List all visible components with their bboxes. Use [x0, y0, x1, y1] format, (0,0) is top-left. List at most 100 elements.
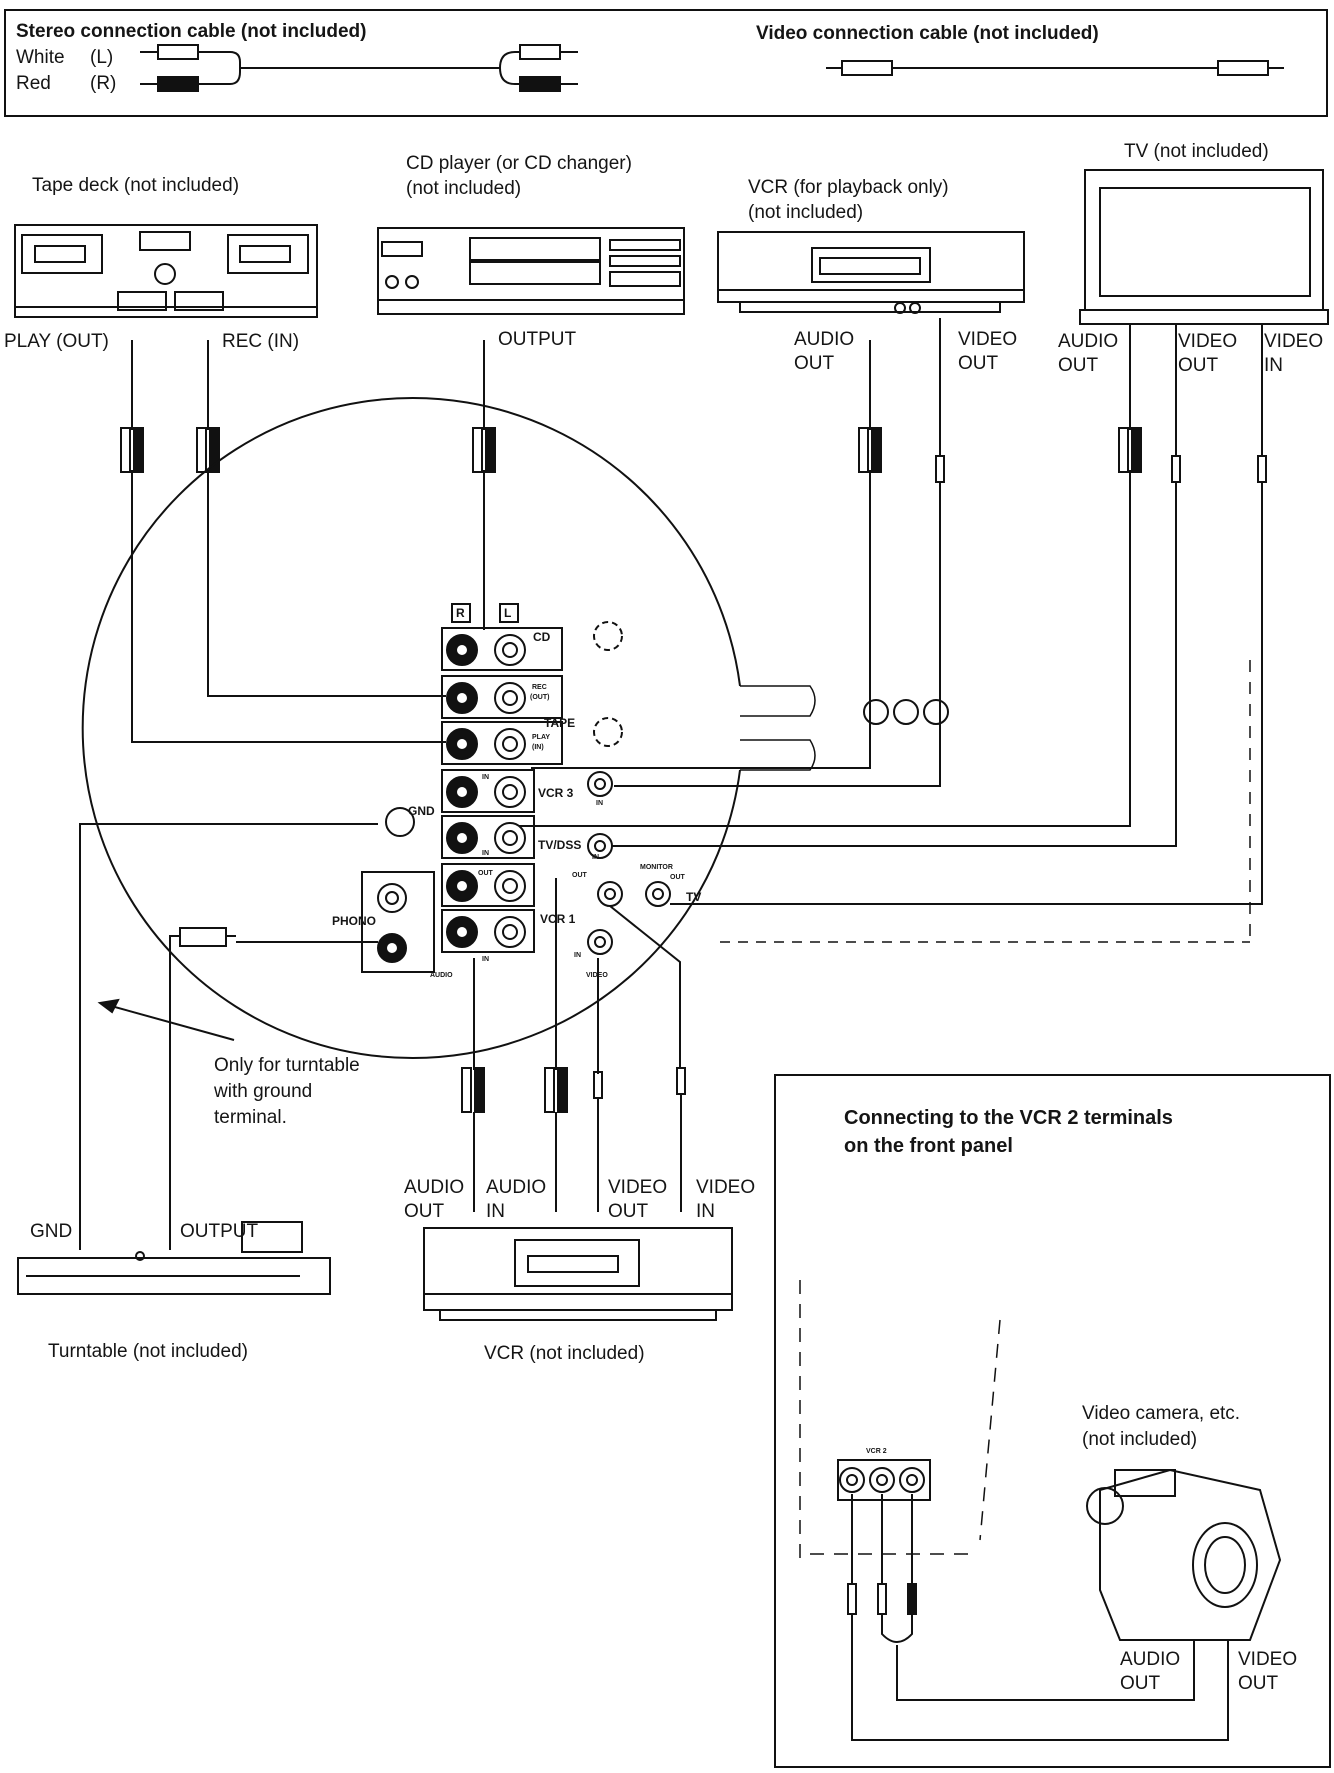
tv-video-in-1: VIDEO: [1264, 331, 1324, 352]
tape-deck-name: Tape deck (not included): [32, 175, 240, 196]
inset-camera-name-1: Video camera, etc.: [1082, 1403, 1241, 1424]
inset-video-out-2: OUT: [1238, 1673, 1279, 1694]
tv-video-out-1: VIDEO: [1178, 331, 1238, 352]
vcr-audio-in-2: IN: [486, 1201, 505, 1222]
vcr-video-out-2: OUT: [608, 1201, 649, 1222]
panel-play-label-2: (IN): [532, 744, 544, 751]
panel-play-label-1: PLAY: [532, 734, 551, 741]
inset-audio-out-2: OUT: [1120, 1673, 1161, 1694]
tape-play-out-label: PLAY (OUT): [4, 331, 109, 352]
panel-rec-label-2: (OUT): [530, 694, 550, 701]
stereo-cable-icon: [140, 44, 578, 92]
white-wire-label: White: [16, 47, 65, 68]
tape-play-cable: [131, 340, 446, 743]
vcr-video-in-1: VIDEO: [696, 1177, 756, 1198]
tv-audio-out-1: AUDIO: [1058, 331, 1119, 352]
inset-audio-out-1: AUDIO: [1120, 1649, 1181, 1670]
vcr-audio-out-cable: [531, 340, 871, 769]
vcr-device: [423, 1227, 733, 1321]
cd-player-name-1: CD player (or CD changer): [406, 153, 632, 174]
panel-vcr1-out-small: OUT: [478, 870, 493, 877]
rear-panel-outline: [81, 397, 741, 1059]
vcr-audio-out-1: AUDIO: [404, 1177, 465, 1198]
panel-audio-label: AUDIO: [430, 972, 453, 979]
video-cable-icon: [826, 60, 1284, 76]
stereo-cable-title: Stereo connection cable (not included): [16, 21, 367, 42]
inset-vcr2-label: VCR 2: [866, 1448, 887, 1455]
panel-monitor-label-2: OUT: [670, 874, 685, 881]
panel-monitor-tv-label: TV: [686, 890, 702, 904]
vcr-video-out-cable: [614, 318, 941, 787]
vcr-video-in-lead: [609, 905, 682, 1212]
inset-camera-name-2: (not included): [1082, 1429, 1198, 1450]
panel-vcr1-label: VCR 1: [540, 912, 576, 926]
panel-vcr3-in-small: IN: [482, 774, 489, 781]
panel-vcr1-in-small: IN: [482, 956, 489, 963]
vcr-audio-in-1: AUDIO: [486, 1177, 547, 1198]
vcr2-audio-lead: [881, 1494, 913, 1586]
tv-audio-out-cable: [514, 324, 1131, 827]
turntable-gnd-label: GND: [30, 1221, 73, 1242]
red-wire-channel: (R): [90, 73, 117, 94]
turntable-device: [17, 1221, 331, 1295]
panel-video-label: VIDEO: [586, 972, 608, 979]
vcr2-jacks: [837, 1459, 931, 1501]
inset-title-line-1: Connecting to the VCR 2 terminals: [844, 1107, 1173, 1129]
vcr-pb-video-out-1: VIDEO: [958, 329, 1018, 350]
vcr-pb-audio-out-1: AUDIO: [794, 329, 855, 350]
panel-tape-label: TAPE: [544, 716, 576, 730]
panel-tv-video-in: IN: [592, 854, 599, 861]
vcr-video-out-1: VIDEO: [608, 1177, 668, 1198]
tv-video-out-2: OUT: [1178, 355, 1219, 376]
vcr-playback-name-2: (not included): [748, 202, 864, 223]
rca-jacks: [377, 621, 949, 963]
panel-monitor-label-1: MONITOR: [640, 864, 673, 871]
plug-pairs: [120, 427, 1267, 1113]
cd-player-name-2: (not included): [406, 178, 522, 199]
tape-deck-device: [14, 224, 318, 318]
tv-name: TV (not included): [1124, 141, 1269, 162]
ground-note-line-2: with ground: [214, 1081, 313, 1102]
vcr-video-in-2: IN: [696, 1201, 715, 1222]
cable-legend-box: [4, 9, 1328, 117]
tv-video-out-cable: [612, 324, 1177, 847]
tape-rec-in-label: REC (IN): [222, 331, 300, 352]
tv-device: [1079, 169, 1329, 325]
tv-video-in-2: IN: [1264, 355, 1283, 376]
ground-note-line-3: terminal.: [214, 1107, 287, 1128]
white-wire-channel: (L): [90, 47, 114, 68]
panel-r-mark: R: [456, 606, 465, 620]
inset-title-line-2: on the front panel: [844, 1135, 1013, 1157]
panel-vcr3-video-in: IN: [596, 800, 603, 807]
tape-rec-cable: [207, 340, 446, 697]
panel-tv-dss-label: TV/DSS: [538, 838, 582, 852]
panel-rec-label-1: REC: [532, 684, 547, 691]
panel-l-mark: L: [504, 606, 512, 620]
video-cable-title: Video connection cable (not included): [756, 23, 1099, 44]
vcr-name: VCR (not included): [484, 1343, 645, 1364]
vcr-pb-video-out-2: OUT: [958, 353, 999, 374]
panel-tv-in-small: IN: [482, 850, 489, 857]
turntable-name: Turntable (not included): [48, 1341, 248, 1362]
ground-note-line-1: Only for turntable: [214, 1055, 360, 1076]
vcr-audio-out-2: OUT: [404, 1201, 445, 1222]
vcr-playback-name-1: VCR (for playback only): [748, 177, 949, 198]
panel-vcr1-video-in: IN: [574, 952, 581, 959]
red-wire-label: Red: [16, 73, 51, 94]
video-camera-device: [1086, 1468, 1282, 1641]
panel-vcr3-label: VCR 3: [538, 786, 574, 800]
panel-gnd-label: GND: [408, 804, 435, 818]
jack-board: [361, 603, 563, 973]
turntable-ground-lead: [79, 823, 378, 1250]
panel-phono-label: PHONO: [332, 914, 377, 928]
vcr-pb-audio-out-2: OUT: [794, 353, 835, 374]
inset-video-out-1: VIDEO: [1238, 1649, 1298, 1670]
panel-cd-label: CD: [533, 630, 551, 644]
vcr-playback-device: [717, 231, 1025, 314]
turntable-output-label: OUTPUT: [180, 1221, 259, 1242]
vcr2-video-lead: [851, 1494, 1229, 1741]
tv-video-in-cable: [670, 324, 1263, 905]
vcr2-inset-box: [774, 1074, 1331, 1768]
